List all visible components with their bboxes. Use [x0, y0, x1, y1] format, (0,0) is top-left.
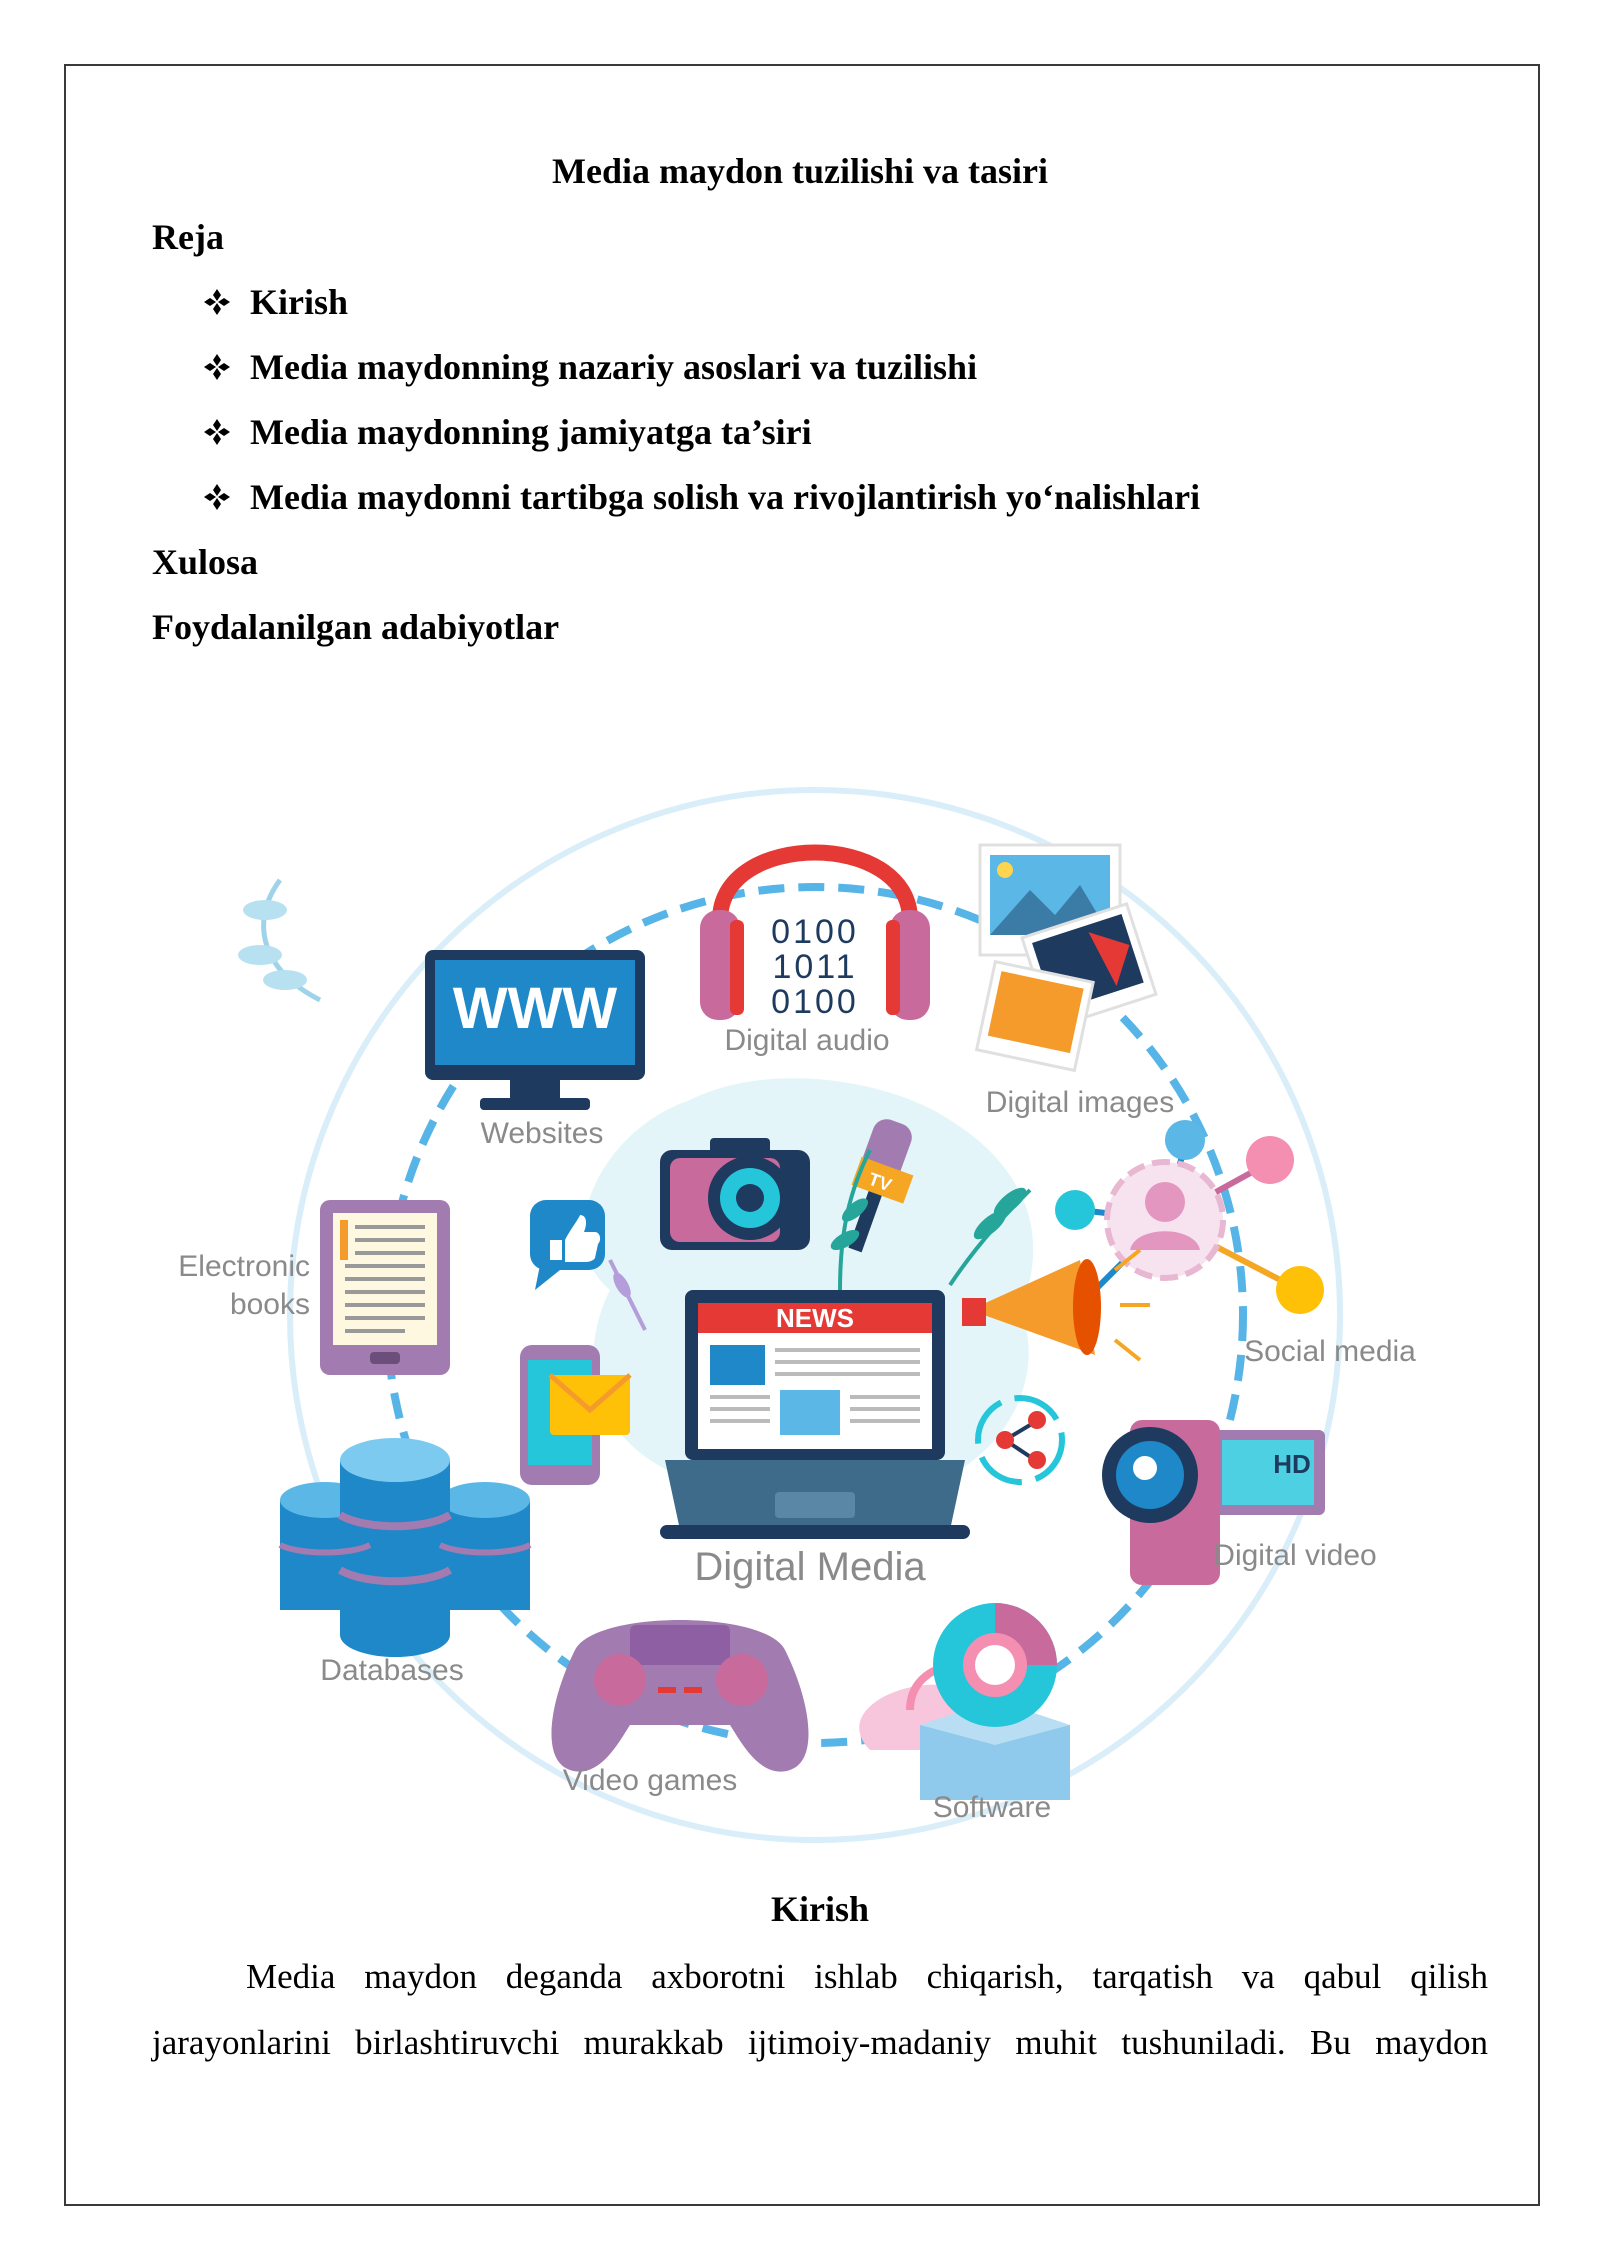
laptop-icon	[660, 1290, 970, 1539]
label-electronic-books-line1: Electronic	[178, 1250, 310, 1283]
phone-mail-icon	[520, 1345, 632, 1485]
photos-icon	[974, 843, 1158, 1073]
intro-paragraph-line1: Media maydon deganda axborotni ishlab ch…	[152, 1944, 1488, 2010]
headphones-icon	[700, 844, 930, 1020]
www-label: WWW	[453, 976, 617, 1041]
plan-item-label: Media maydonning jamiyatga ta’siri	[250, 412, 812, 452]
news-label: NEWS	[776, 1303, 854, 1333]
label-digital-audio: Digital audio	[724, 1024, 889, 1057]
ebook-icon	[320, 1200, 450, 1375]
outer-ring	[287, 787, 1343, 1843]
label-digital-media: Digital Media	[694, 1545, 926, 1589]
diamond-bullet-icon	[204, 354, 230, 380]
references-heading: Foydalanilgan adabiyotlar	[152, 607, 560, 647]
diamond-bullet-icon	[204, 419, 230, 445]
hd-label: HD	[1273, 1449, 1311, 1479]
intro-paragraph-line2: jarayonlarini birlashtiruvchi murakkab i…	[152, 2023, 1488, 2062]
label-websites: Websites	[481, 1117, 604, 1150]
leaves-decoration	[608, 1149, 1032, 1331]
plan-item-label: Kirish	[250, 282, 349, 322]
label-software: Software	[933, 1791, 1051, 1824]
plan-heading: Reja	[152, 217, 224, 257]
plan-item: Kirish	[202, 281, 348, 323]
database-icon	[278, 1438, 532, 1657]
game-controller-icon	[551, 1620, 809, 1772]
megaphone-icon	[962, 1248, 1150, 1362]
software-box-icon	[859, 1603, 1070, 1800]
microphone-icon	[848, 1119, 914, 1253]
label-electronic-books-line2: books	[230, 1288, 310, 1321]
share-icon	[975, 1395, 1065, 1485]
document-title: Media maydon tuzilishi va tasiri	[551, 151, 1049, 191]
conclusion-heading: Xulosa	[152, 542, 259, 582]
video-camera-icon	[1102, 1420, 1325, 1585]
label-digital-video: Digital video	[1213, 1539, 1376, 1572]
intro-heading: Kirish	[770, 1889, 869, 1929]
label-video-games: Video games	[563, 1764, 738, 1797]
thumbs-up-icon	[530, 1200, 605, 1290]
label-databases: Databases	[320, 1654, 463, 1687]
binary-line: 1011	[772, 948, 857, 986]
monitor-icon	[238, 878, 645, 1110]
binary-line: 0100	[771, 983, 859, 1021]
plan-item: Media maydonning nazariy asoslari va tuz…	[202, 346, 977, 388]
binary-line: 0100	[771, 913, 859, 951]
plan-item-label: Media maydonni tartibga solish va rivojl…	[250, 477, 1201, 517]
page-border	[64, 64, 1540, 2206]
diamond-bullet-icon	[204, 289, 230, 315]
social-network-icon	[1055, 1120, 1324, 1321]
label-social-media: Social media	[1244, 1335, 1416, 1368]
diamond-bullet-icon	[204, 484, 230, 510]
plan-item: Media maydonning jamiyatga ta’siri	[202, 411, 812, 453]
plan-item-label: Media maydonning nazariy asoslari va tuz…	[250, 347, 978, 387]
camera-icon	[660, 1138, 810, 1250]
intro-line1-text: Media maydon deganda axborotni ishlab ch…	[246, 1957, 1488, 1996]
label-digital-images: Digital images	[986, 1086, 1174, 1119]
plan-item: Media maydonni tartibga solish va rivojl…	[202, 476, 1200, 518]
digital-media-illustration: 0100 1011 0100 Digital audio Digital ima…	[178, 787, 1416, 1843]
